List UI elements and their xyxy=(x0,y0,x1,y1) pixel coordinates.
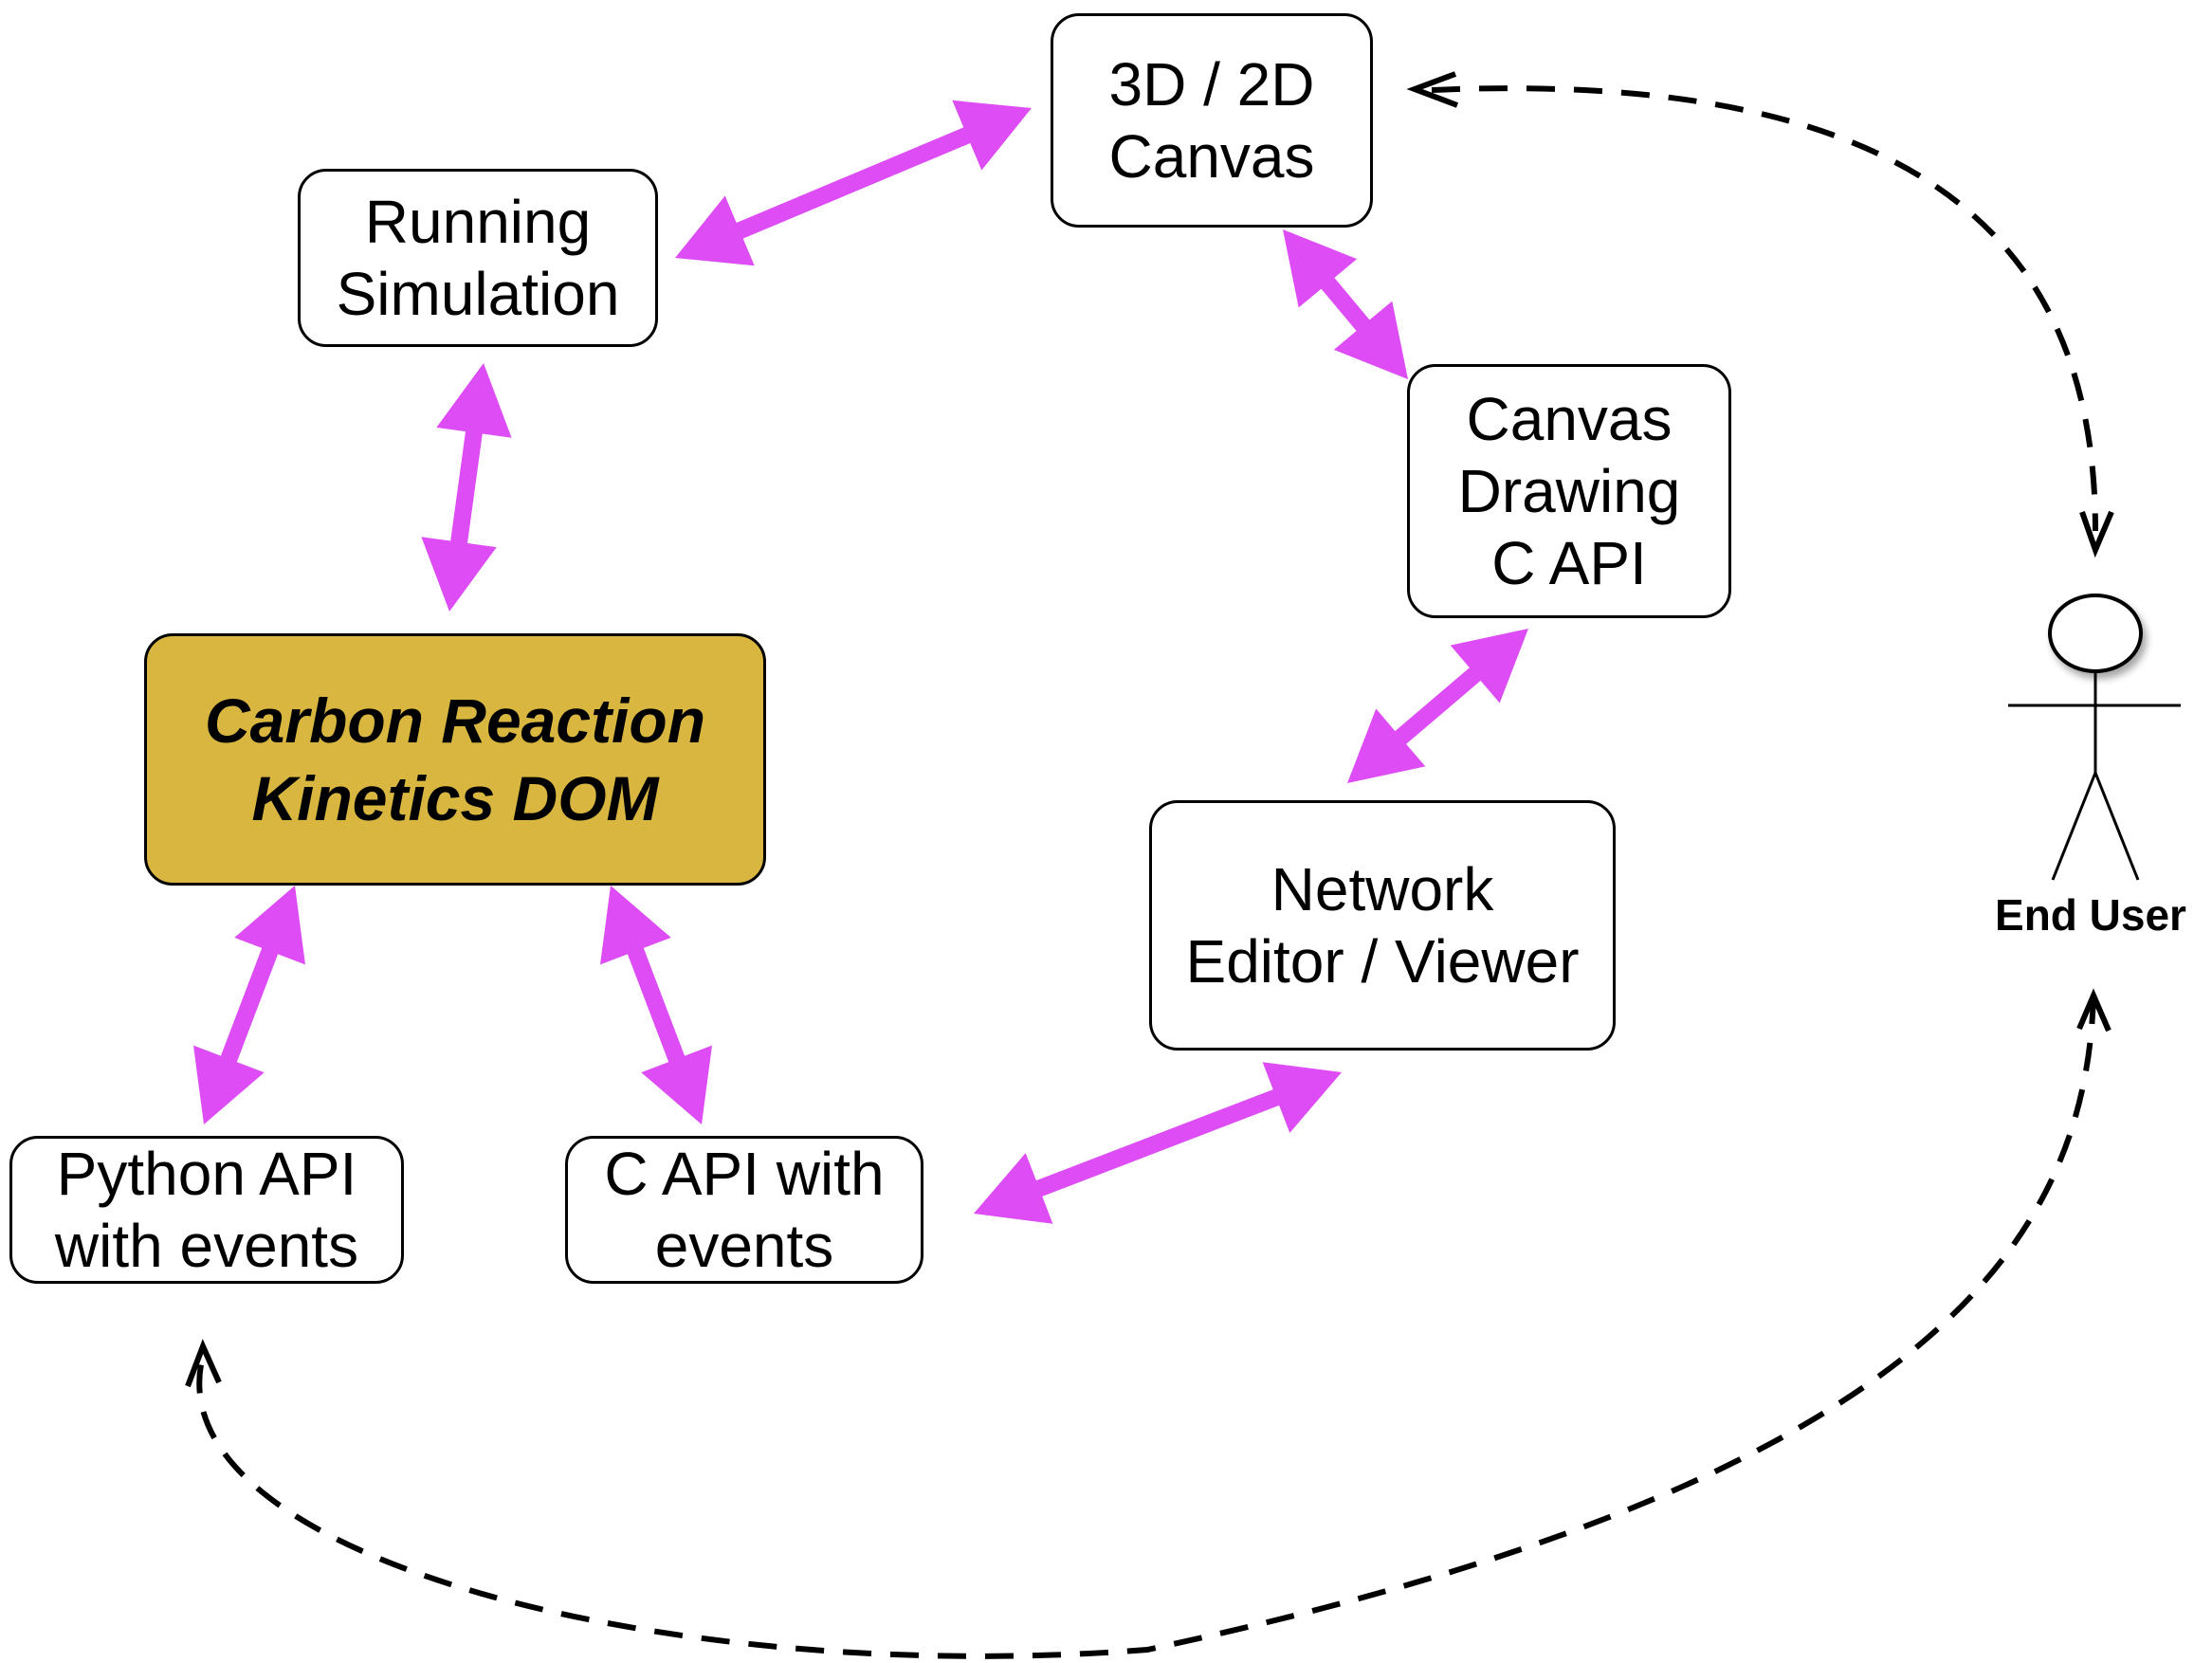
end-user-label: End User xyxy=(1995,890,2186,940)
stick-figure-icon xyxy=(2008,594,2181,881)
node-network-editor-viewer: Network Editor / Viewer xyxy=(1149,800,1616,1051)
dashed-arrowhead-enduser-bottom xyxy=(2076,988,2111,1033)
node-label-line: with events xyxy=(54,1212,359,1280)
node-python-api: Python API with events xyxy=(9,1136,404,1284)
node-label-line: 3D / 2D xyxy=(1108,50,1315,119)
node-3d-2d-canvas: 3D / 2D Canvas xyxy=(1051,13,1373,228)
arrow-simulation-dom xyxy=(421,363,512,612)
node-label-line: Kinetics DOM xyxy=(251,763,659,833)
node-label-line: Editor / Viewer xyxy=(1185,927,1580,996)
dashed-arrowhead-canvas xyxy=(1406,71,1459,108)
node-label-line: Running xyxy=(364,188,592,256)
node-label-line: C API with xyxy=(604,1140,885,1208)
node-label-line: events xyxy=(654,1212,834,1280)
node-running-simulation: Running Simulation xyxy=(298,169,658,347)
node-label-line: Canvas xyxy=(1108,122,1315,191)
node-label-line: Network xyxy=(1271,855,1494,923)
arrow-dom-capi xyxy=(600,886,712,1124)
node-label-line: Python API xyxy=(56,1140,357,1208)
node-label-line: Simulation xyxy=(336,260,620,328)
node-carbon-reaction-kinetics-dom: Carbon Reaction Kinetics DOM xyxy=(144,633,766,886)
node-label-line: C API xyxy=(1491,529,1647,597)
dashed-arrowhead-python xyxy=(185,1339,222,1388)
arrow-simulation-canvas xyxy=(675,100,1032,266)
arrow-network-capi xyxy=(974,1062,1342,1224)
arrow-canvas-drawing xyxy=(1283,229,1408,379)
node-label-line: Carbon Reaction xyxy=(204,685,706,756)
arrow-dom-python xyxy=(193,886,305,1124)
node-label-line: Canvas xyxy=(1466,385,1673,453)
dashed-arrowhead-enduser-top xyxy=(2079,510,2114,558)
bidirectional-arrows xyxy=(193,100,1528,1224)
arrow-drawing-network xyxy=(1347,629,1528,783)
dashed-connector-enduser-python xyxy=(196,995,2096,1659)
dashed-connector-canvas-enduser xyxy=(1431,85,2098,532)
node-c-api-with-events: C API with events xyxy=(565,1136,923,1284)
node-label-line: Drawing xyxy=(1457,457,1681,525)
node-canvas-drawing-c-api: Canvas Drawing C API xyxy=(1407,364,1731,618)
